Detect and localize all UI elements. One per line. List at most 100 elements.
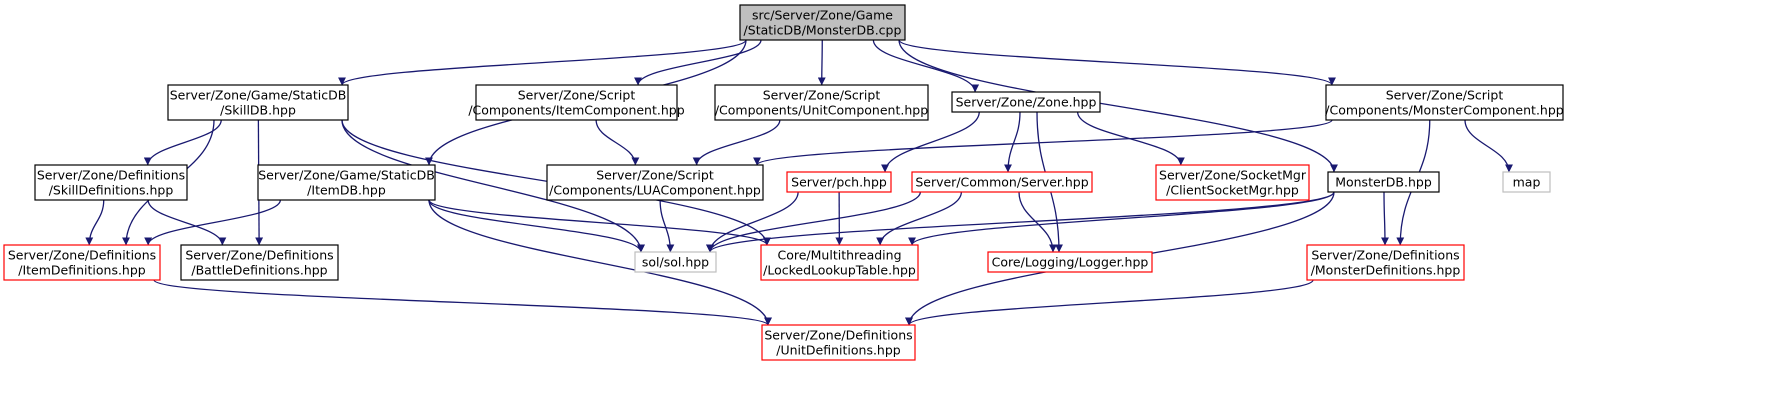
node-label-line: /SkillDefinitions.hpp bbox=[49, 183, 174, 198]
edge-skilldb_hpp-to-sol_hpp bbox=[341, 119, 645, 253]
edge-monsterdb_cpp-to-itemcomponent_hpp bbox=[634, 39, 762, 86]
node-monstercomponent_hpp[interactable]: Server/Zone/Script/Components/MonsterCom… bbox=[1325, 84, 1564, 121]
node-box bbox=[1306, 244, 1465, 281]
node-map[interactable]: map bbox=[1502, 171, 1551, 193]
edge-monsterdb_cpp-to-monstercomponent_hpp bbox=[898, 39, 1336, 86]
node-label-line: Server/Zone/SocketMgr bbox=[1159, 168, 1307, 183]
node-label-line: /StaticDB/MonsterDB.cpp bbox=[744, 23, 902, 38]
node-label-line: /Components/UnitComponent.hpp bbox=[715, 103, 928, 118]
node-label-line: Server/Zone/Definitions bbox=[37, 168, 185, 183]
node-box bbox=[475, 84, 678, 121]
node-box bbox=[180, 244, 339, 281]
node-skilldb_hpp[interactable]: Server/Zone/Game/StaticDB/SkillDB.hpp bbox=[167, 84, 349, 121]
node-label-line: Server/Zone/Script bbox=[763, 88, 881, 103]
edge-monsterdb_cpp-to-unitcomponent_hpp bbox=[817, 39, 826, 86]
edge-itemdb_hpp-to-itemdefinitions_hpp bbox=[144, 199, 282, 246]
node-monsterdb_hpp[interactable]: MonsterDB.hpp bbox=[1327, 171, 1440, 193]
node-label-line: /Components/ItemComponent.hpp bbox=[468, 103, 684, 118]
edge-skilldefinitions_hpp-to-itemdefinitions_hpp bbox=[85, 199, 105, 246]
node-label-line: Core/Multithreading bbox=[778, 248, 902, 263]
node-label-line: Server/Zone/Definitions bbox=[1311, 248, 1459, 263]
node-unitdefinitions_hpp[interactable]: Server/Zone/Definitions/UnitDefinitions.… bbox=[761, 324, 916, 361]
node-label-line: Server/Zone/Zone.hpp bbox=[956, 95, 1097, 110]
nodes-layer: src/Server/Zone/Game/StaticDB/MonsterDB.… bbox=[3, 4, 1564, 361]
node-label-line: /MonsterDefinitions.hpp bbox=[1311, 263, 1461, 278]
edge-server_hpp-to-lockedlookuptable_hpp bbox=[876, 191, 963, 246]
node-label-line: Server/pch.hpp bbox=[791, 175, 887, 190]
edge-unitcomponent_hpp-to-luacomponent_hpp bbox=[692, 119, 781, 166]
node-itemdefinitions_hpp[interactable]: Server/Zone/Definitions/ItemDefinitions.… bbox=[3, 244, 161, 281]
edge-skilldb_hpp-to-skilldefinitions_hpp bbox=[143, 119, 222, 166]
edge-monsterdb_hpp-to-monsterdefinitions_hpp bbox=[1380, 191, 1389, 246]
node-label-line: MonsterDB.hpp bbox=[1335, 175, 1432, 190]
edge-luacomponent_hpp-to-sol_hpp bbox=[659, 199, 675, 253]
node-label-line: /ClientSocketMgr.hpp bbox=[1166, 183, 1299, 198]
node-label-line: /SkillDB.hpp bbox=[220, 103, 296, 118]
edge-itemdefinitions_hpp-to-unitdefinitions_hpp bbox=[153, 279, 772, 326]
node-label-line: Server/Zone/Game/StaticDB bbox=[258, 168, 435, 183]
node-label-line: Server/Zone/Definitions bbox=[185, 248, 333, 263]
node-monsterdb_cpp[interactable]: src/Server/Zone/Game/StaticDB/MonsterDB.… bbox=[739, 4, 906, 41]
node-label-line: /Components/MonsterComponent.hpp bbox=[1325, 103, 1564, 118]
edge-server_hpp-to-sol_hpp bbox=[706, 191, 922, 253]
node-zone_hpp[interactable]: Server/Zone/Zone.hpp bbox=[951, 91, 1101, 113]
node-logger_hpp[interactable]: Core/Logging/Logger.hpp bbox=[987, 251, 1153, 273]
node-battledefinitions_hpp[interactable]: Server/Zone/Definitions/BattleDefinition… bbox=[180, 244, 339, 281]
node-label-line: src/Server/Zone/Game bbox=[752, 8, 893, 23]
node-monsterdefinitions_hpp[interactable]: Server/Zone/Definitions/MonsterDefinitio… bbox=[1306, 244, 1465, 281]
node-box bbox=[761, 324, 916, 361]
edge-monsterdefinitions_hpp-to-unitdefinitions_hpp bbox=[905, 279, 1314, 326]
node-label-line: /BattleDefinitions.hpp bbox=[191, 263, 327, 278]
node-label-line: Core/Logging/Logger.hpp bbox=[992, 255, 1149, 270]
node-label-line: /Components/LUAComponent.hpp bbox=[549, 183, 761, 198]
edge-itemcomponent_hpp-to-luacomponent_hpp bbox=[595, 119, 640, 166]
node-box bbox=[1155, 164, 1310, 201]
node-box bbox=[257, 164, 436, 201]
node-box bbox=[34, 164, 188, 201]
edge-monsterdb_cpp-to-monsterdb_hpp bbox=[898, 39, 1338, 173]
node-label-line: Server/Zone/Definitions bbox=[764, 328, 912, 343]
node-box bbox=[987, 251, 1153, 273]
node-box bbox=[3, 244, 161, 281]
node-luacomponent_hpp[interactable]: Server/Zone/Script/Components/LUACompone… bbox=[546, 164, 764, 201]
node-box bbox=[760, 244, 919, 281]
node-label-line: /UnitDefinitions.hpp bbox=[776, 343, 901, 358]
edge-monstercomponent_hpp-to-map bbox=[1464, 119, 1513, 173]
edge-zone_hpp-to-pch_hpp bbox=[881, 111, 980, 173]
node-label-line: Server/Common/Server.hpp bbox=[915, 175, 1088, 190]
node-box bbox=[786, 171, 892, 193]
node-itemcomponent_hpp[interactable]: Server/Zone/Script/Components/ItemCompon… bbox=[468, 84, 685, 121]
node-box bbox=[739, 4, 906, 41]
node-label-line: sol/sol.hpp bbox=[642, 255, 709, 270]
edge-itemdb_hpp-to-sol_hpp bbox=[428, 199, 645, 253]
edge-monsterdb_cpp-to-skilldb_hpp bbox=[338, 39, 747, 86]
edge-monstercomponent_hpp-to-luacomponent_hpp bbox=[753, 119, 1333, 166]
node-label-line: Server/Zone/Game/StaticDB bbox=[170, 88, 347, 103]
node-server_hpp[interactable]: Server/Common/Server.hpp bbox=[911, 171, 1093, 193]
node-lockedlookuptable_hpp[interactable]: Core/Multithreading/LockedLookupTable.hp… bbox=[760, 244, 919, 281]
node-pch_hpp[interactable]: Server/pch.hpp bbox=[786, 171, 892, 193]
edge-pch_hpp-to-sol_hpp bbox=[706, 191, 799, 253]
node-box bbox=[546, 164, 764, 201]
node-label-line: Server/Zone/Script bbox=[1386, 88, 1504, 103]
node-box bbox=[634, 251, 717, 273]
node-label-line: Server/Zone/Script bbox=[518, 88, 636, 103]
node-skilldefinitions_hpp[interactable]: Server/Zone/Definitions/SkillDefinitions… bbox=[34, 164, 188, 201]
edge-server_hpp-to-logger_hpp bbox=[1018, 191, 1057, 253]
edge-skilldefinitions_hpp-to-battledefinitions_hpp bbox=[147, 199, 227, 246]
node-unitcomponent_hpp[interactable]: Server/Zone/Script/Components/UnitCompon… bbox=[714, 84, 929, 121]
node-itemdb_hpp[interactable]: Server/Zone/Game/StaticDB/ItemDB.hpp bbox=[257, 164, 436, 201]
edge-monsterdb_cpp-to-zone_hpp bbox=[872, 39, 980, 93]
edge-itemdb_hpp-to-lockedlookuptable_hpp bbox=[428, 199, 771, 246]
edge-itemdb_hpp-to-unitdefinitions_hpp bbox=[428, 199, 772, 326]
edge-monsterdb_hpp-to-lockedlookuptable_hpp bbox=[908, 191, 1335, 246]
node-label-line: /LockedLookupTable.hpp bbox=[763, 263, 916, 278]
node-clientsocketmgr_hpp[interactable]: Server/Zone/SocketMgr/ClientSocketMgr.hp… bbox=[1155, 164, 1310, 201]
node-box bbox=[714, 84, 929, 121]
edge-zone_hpp-to-server_hpp bbox=[1004, 111, 1021, 173]
node-sol_hpp[interactable]: sol/sol.hpp bbox=[634, 251, 717, 273]
node-box bbox=[167, 84, 349, 121]
edge-monsterdb_hpp-to-sol_hpp bbox=[706, 191, 1335, 253]
node-box bbox=[1325, 84, 1564, 121]
